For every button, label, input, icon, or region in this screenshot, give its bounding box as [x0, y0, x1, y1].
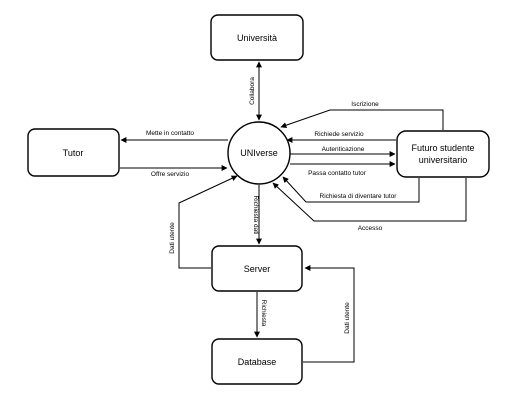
edge-accesso-label: Accesso — [358, 225, 383, 232]
node-universita-label: Università — [237, 33, 277, 43]
node-server: Server — [211, 245, 303, 292]
edge-autenticazione: Autenticazione — [290, 146, 396, 157]
node-futuro-label-line1: Futuro studente — [411, 143, 474, 153]
edge-richiesta-label: Richiesta — [260, 300, 267, 327]
edge-richiesta-diventare-tutor-label: Richiesta di diventare tutor — [320, 193, 398, 200]
edge-passa-contatto-tutor: Passa contatto tutor — [290, 161, 396, 177]
node-tutor: Tutor — [27, 128, 120, 177]
node-universe: UNIverse — [227, 121, 291, 185]
edge-accesso: Accesso — [272, 178, 467, 232]
edge-collabora-label: Collabora — [249, 77, 256, 105]
edge-offre-servizio: Offre servizio — [120, 165, 228, 178]
edge-mette-in-contatto: Mette in contatto — [120, 130, 228, 143]
edge-richiesta-diventare-tutor: Richiesta di diventare tutor — [282, 176, 420, 203]
edge-richiede-servizio: Richiede servizio — [286, 131, 396, 143]
edge-passa-contatto-tutor-label: Passa contatto tutor — [308, 170, 367, 177]
edge-richiesta-dati: Richiesta dati — [252, 185, 262, 245]
edge-collabora: Collabora — [249, 61, 262, 121]
node-server-label: Server — [244, 264, 271, 274]
node-futuro-label-line2: universitario — [419, 155, 468, 165]
edge-dati-utente-left: Dati utente — [169, 175, 238, 269]
edge-dati-utente-right-label: Dati utente — [344, 302, 351, 334]
node-futuro-studente: Futuro studente universitario — [396, 130, 490, 178]
edge-richiesta: Richiesta — [254, 292, 267, 338]
node-tutor-label: Tutor — [63, 148, 84, 158]
edge-richiesta-dati-label: Richiesta dati — [252, 195, 259, 234]
node-database: Database — [211, 338, 303, 385]
edge-mette-in-contatto-label: Mette in contatto — [146, 130, 194, 137]
edge-iscrizione-label: Iscrizione — [351, 101, 379, 108]
node-universe-label: UNIverse — [240, 148, 278, 158]
edge-offre-servizio-label: Offre servizio — [151, 171, 190, 178]
node-database-label: Database — [238, 357, 277, 367]
edge-autenticazione-label: Autenticazione — [322, 146, 365, 153]
edge-iscrizione: Iscrizione — [280, 101, 444, 130]
edge-dati-utente-right: Dati utente — [303, 265, 355, 363]
node-universita: Università — [210, 14, 304, 61]
edge-richiede-servizio-label: Richiede servizio — [314, 131, 364, 138]
edge-dati-utente-left-label: Dati utente — [169, 222, 176, 254]
